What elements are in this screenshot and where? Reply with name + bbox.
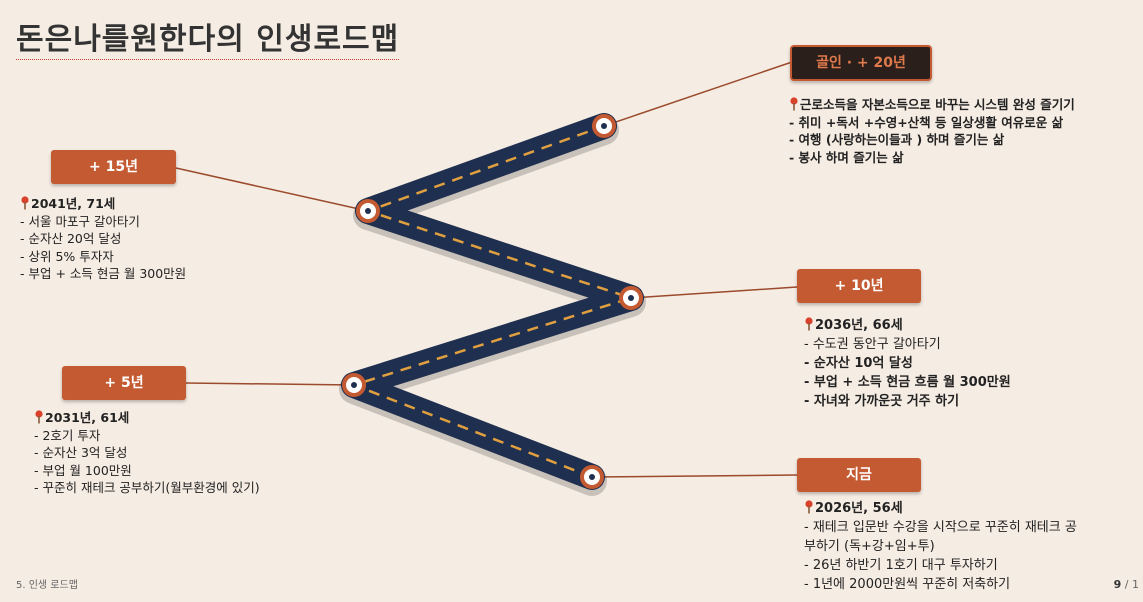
detail-item: 부하기 (독+강+임+투) (804, 539, 935, 554)
milestone-tag-15: + 15년 (51, 150, 176, 184)
connector-20 (603, 61, 793, 127)
node-20 (592, 114, 616, 138)
milestone-details-5: 2031년, 61세 - 2호기 투자 - 순자산 3억 달성 - 부업 월 1… (34, 409, 260, 497)
detail-item: - 부업 + 소득 현금 흐름 월 300만원 (804, 375, 1011, 390)
detail-item: - 서울 마포구 갈아타기 (20, 213, 140, 229)
detail-item: - 취미 +독서 +수영+산책 등 일상생활 여유로운 삶 (789, 114, 1064, 130)
detail-item: - 자녀와 가까운곳 거주 하기 (804, 394, 960, 409)
detail-item: - 수도권 동안구 갈아타기 (804, 337, 941, 352)
detail-item: - 1년에 2000만원씩 꾸준히 저축하기 (804, 577, 1011, 592)
map-pin-icon (805, 500, 813, 514)
detail-item: - 부업 + 소득 현금 월 300만원 (20, 266, 187, 281)
detail-item: - 재테크 입문반 수강을 시작으로 꾸준히 재테크 공 (804, 520, 1077, 535)
detail-item: - 2호기 투자 (34, 427, 101, 443)
milestone-tag-10: + 10년 (797, 269, 921, 303)
map-pin-icon (35, 410, 43, 424)
detail-item: - 26년 하반기 1호기 대구 투자하기 (804, 558, 998, 573)
detail-item: 근로소득을 자본소득으로 바꾸는 시스템 완성 즐기기 (800, 97, 1075, 112)
node-10 (619, 286, 643, 310)
page-total: / 1 (1121, 578, 1139, 591)
detail-head: 2026년, 56세 (815, 501, 903, 516)
page-number: 9 / 1 (1114, 578, 1139, 591)
milestone-details-10: 2036년, 66세 - 수도권 동안구 갈아타기 - 순자산 10억 달성 -… (804, 316, 1011, 411)
detail-item: - 상위 5% 투자자 (20, 248, 114, 264)
milestone-tag-5: + 5년 (62, 366, 186, 400)
detail-item: - 여행 (사랑하는이들과 ) 하며 즐기는 삶 (789, 132, 1005, 147)
milestone-tag-20: 골인 · + 20년 (790, 45, 932, 81)
road-nodes (342, 114, 643, 489)
milestone-tag-now: 지금 (797, 458, 921, 492)
connector-15 (175, 167, 369, 212)
detail-item: - 순자산 10억 달성 (804, 356, 913, 371)
node-now (580, 465, 604, 489)
detail-head: 2031년, 61세 (45, 410, 130, 425)
connector-now (591, 474, 798, 478)
node-5 (342, 373, 366, 397)
connector-5 (185, 382, 355, 386)
detail-head: 2041년, 71세 (31, 196, 116, 211)
map-pin-icon (21, 196, 29, 210)
detail-item: - 순자산 20억 달성 (20, 231, 122, 246)
detail-head: 2036년, 66세 (815, 318, 903, 333)
footer-section-label: 5. 인생 로드맵 (16, 580, 78, 591)
detail-item: - 순자산 3억 달성 (34, 445, 128, 460)
detail-item: - 꾸준히 재테크 공부하기(월부환경에 있기) (34, 480, 260, 495)
map-pin-icon (805, 317, 813, 331)
node-15 (356, 199, 380, 223)
detail-item: - 봉사 하며 즐기는 삶 (789, 149, 904, 165)
page-title: 돈은나를원한다의 인생로드맵 (16, 14, 400, 60)
milestone-details-15: 2041년, 71세 - 서울 마포구 갈아타기 - 순자산 20억 달성 - … (20, 195, 186, 283)
milestone-details-20: 근로소득을 자본소득으로 바꾸는 시스템 완성 즐기기 - 취미 +독서 +수영… (789, 96, 1075, 166)
page-current: 9 (1113, 578, 1122, 591)
connector-10 (630, 286, 798, 299)
milestone-details-now: 2026년, 56세 - 재테크 입문반 수강을 시작으로 꾸준히 재테크 공 … (804, 499, 1077, 594)
road-path (341, 113, 644, 490)
detail-item: - 부업 월 100만원 (34, 462, 132, 478)
map-pin-icon (790, 97, 798, 111)
